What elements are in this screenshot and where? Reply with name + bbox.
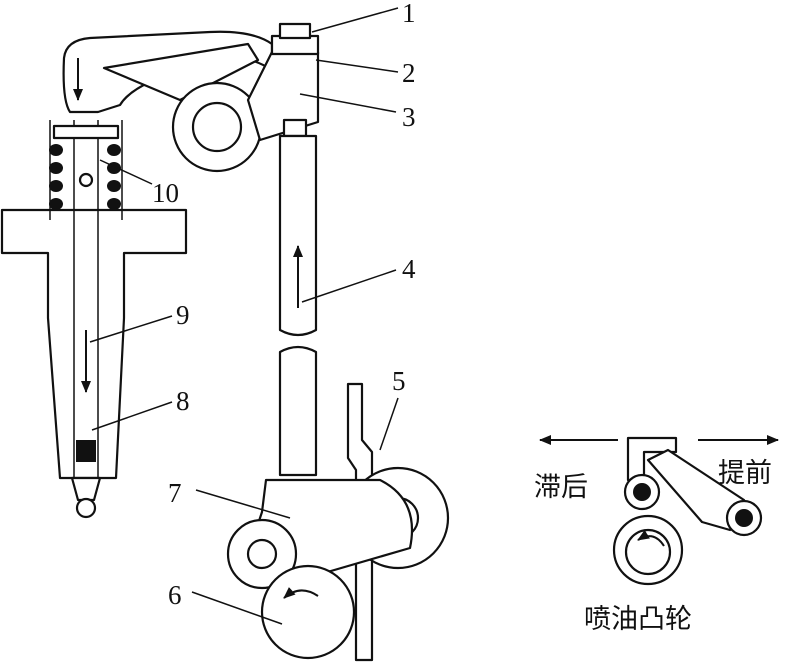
inset-bracket — [626, 436, 678, 482]
label-1: 1 — [402, 0, 416, 28]
spring-coils — [49, 144, 121, 210]
label-10: 10 — [152, 178, 179, 208]
inset-left-pin — [633, 483, 651, 501]
follower-lever — [226, 382, 450, 662]
rocker-shaft — [191, 101, 243, 153]
nozzle-ball — [75, 497, 97, 519]
advance-label: 提前 — [718, 458, 772, 489]
plunger-tip — [76, 440, 96, 462]
timing-inset: 滞后 提前 喷油凸轮 — [534, 435, 779, 635]
roller — [246, 538, 278, 570]
retard-label: 滞后 — [534, 472, 588, 503]
injector-body — [0, 208, 188, 480]
adjusting-screw — [270, 22, 320, 138]
label-9: 9 — [176, 300, 190, 330]
injector — [0, 120, 188, 519]
inset-right-pin — [735, 509, 753, 527]
push-rod-lower — [278, 345, 318, 477]
plunger-pin — [78, 172, 94, 188]
spring-seat — [52, 124, 120, 140]
part-labels: 1 2 3 4 5 6 7 8 9 10 — [152, 0, 416, 610]
inset-cam-arrow — [637, 529, 665, 547]
push-rod-upper — [278, 134, 318, 337]
screw-stem — [282, 118, 308, 138]
injector-nozzle-tip — [70, 476, 102, 502]
rocker-arm — [62, 30, 320, 173]
label-7: 7 — [168, 478, 182, 508]
screw-head — [278, 22, 312, 40]
cam-rotation-arrow — [283, 586, 319, 599]
rocker-arm-rib — [102, 42, 260, 102]
label-8: 8 — [176, 386, 190, 416]
label-4: 4 — [402, 254, 416, 284]
label-5: 5 — [392, 366, 406, 396]
leader-lines — [89, 7, 399, 625]
label-2: 2 — [402, 58, 416, 88]
push-rod — [278, 134, 318, 477]
label-6: 6 — [168, 580, 182, 610]
inset-caption: 喷油凸轮 — [584, 604, 692, 635]
rocker-right-arm — [246, 50, 320, 142]
cam — [260, 564, 356, 660]
label-3: 3 — [402, 102, 416, 132]
